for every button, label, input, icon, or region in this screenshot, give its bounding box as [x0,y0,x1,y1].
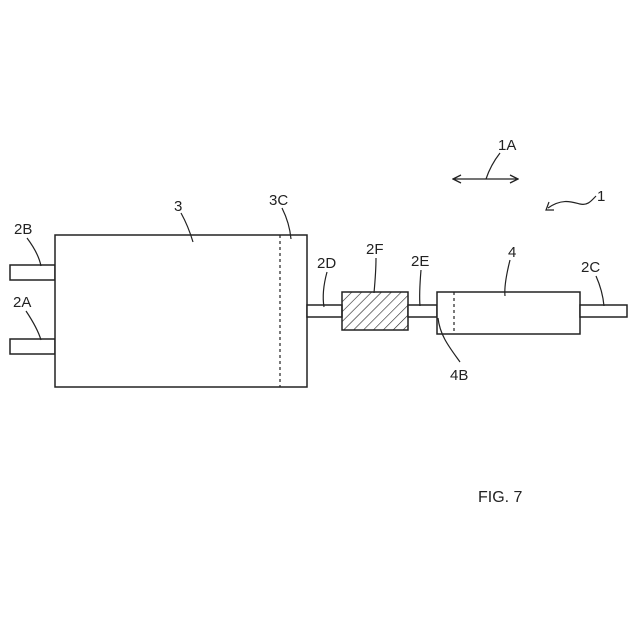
leader-2c [596,276,604,306]
leader-1a [486,153,500,179]
label-2b: 2B [14,221,32,238]
label-2f: 2F [366,241,384,258]
label-2d: 2D [317,255,336,272]
label-1a: 1A [498,137,516,154]
second-unit [437,292,580,334]
figure-caption: FIG. 7 [478,489,523,506]
tube-2e [408,305,437,317]
leader-2a [26,311,41,340]
label-4: 4 [508,244,516,261]
label-4b: 4B [450,367,468,384]
leader-2f [374,258,376,293]
main-unit [55,235,307,387]
filter-2f [342,292,408,330]
label-1: 1 [597,188,605,205]
tube-2b [10,265,55,280]
leader-4 [505,260,510,296]
label-3: 3 [174,198,182,215]
leader-2d [323,272,327,307]
tube-2a [10,339,55,354]
leader-2e [420,270,421,306]
leader-2b [27,238,41,266]
tube-2c [580,305,627,317]
leader-device [548,196,596,208]
label-2a: 2A [13,294,31,311]
label-3c: 3C [269,192,288,209]
label-2c: 2C [581,259,600,276]
label-2e: 2E [411,253,429,270]
